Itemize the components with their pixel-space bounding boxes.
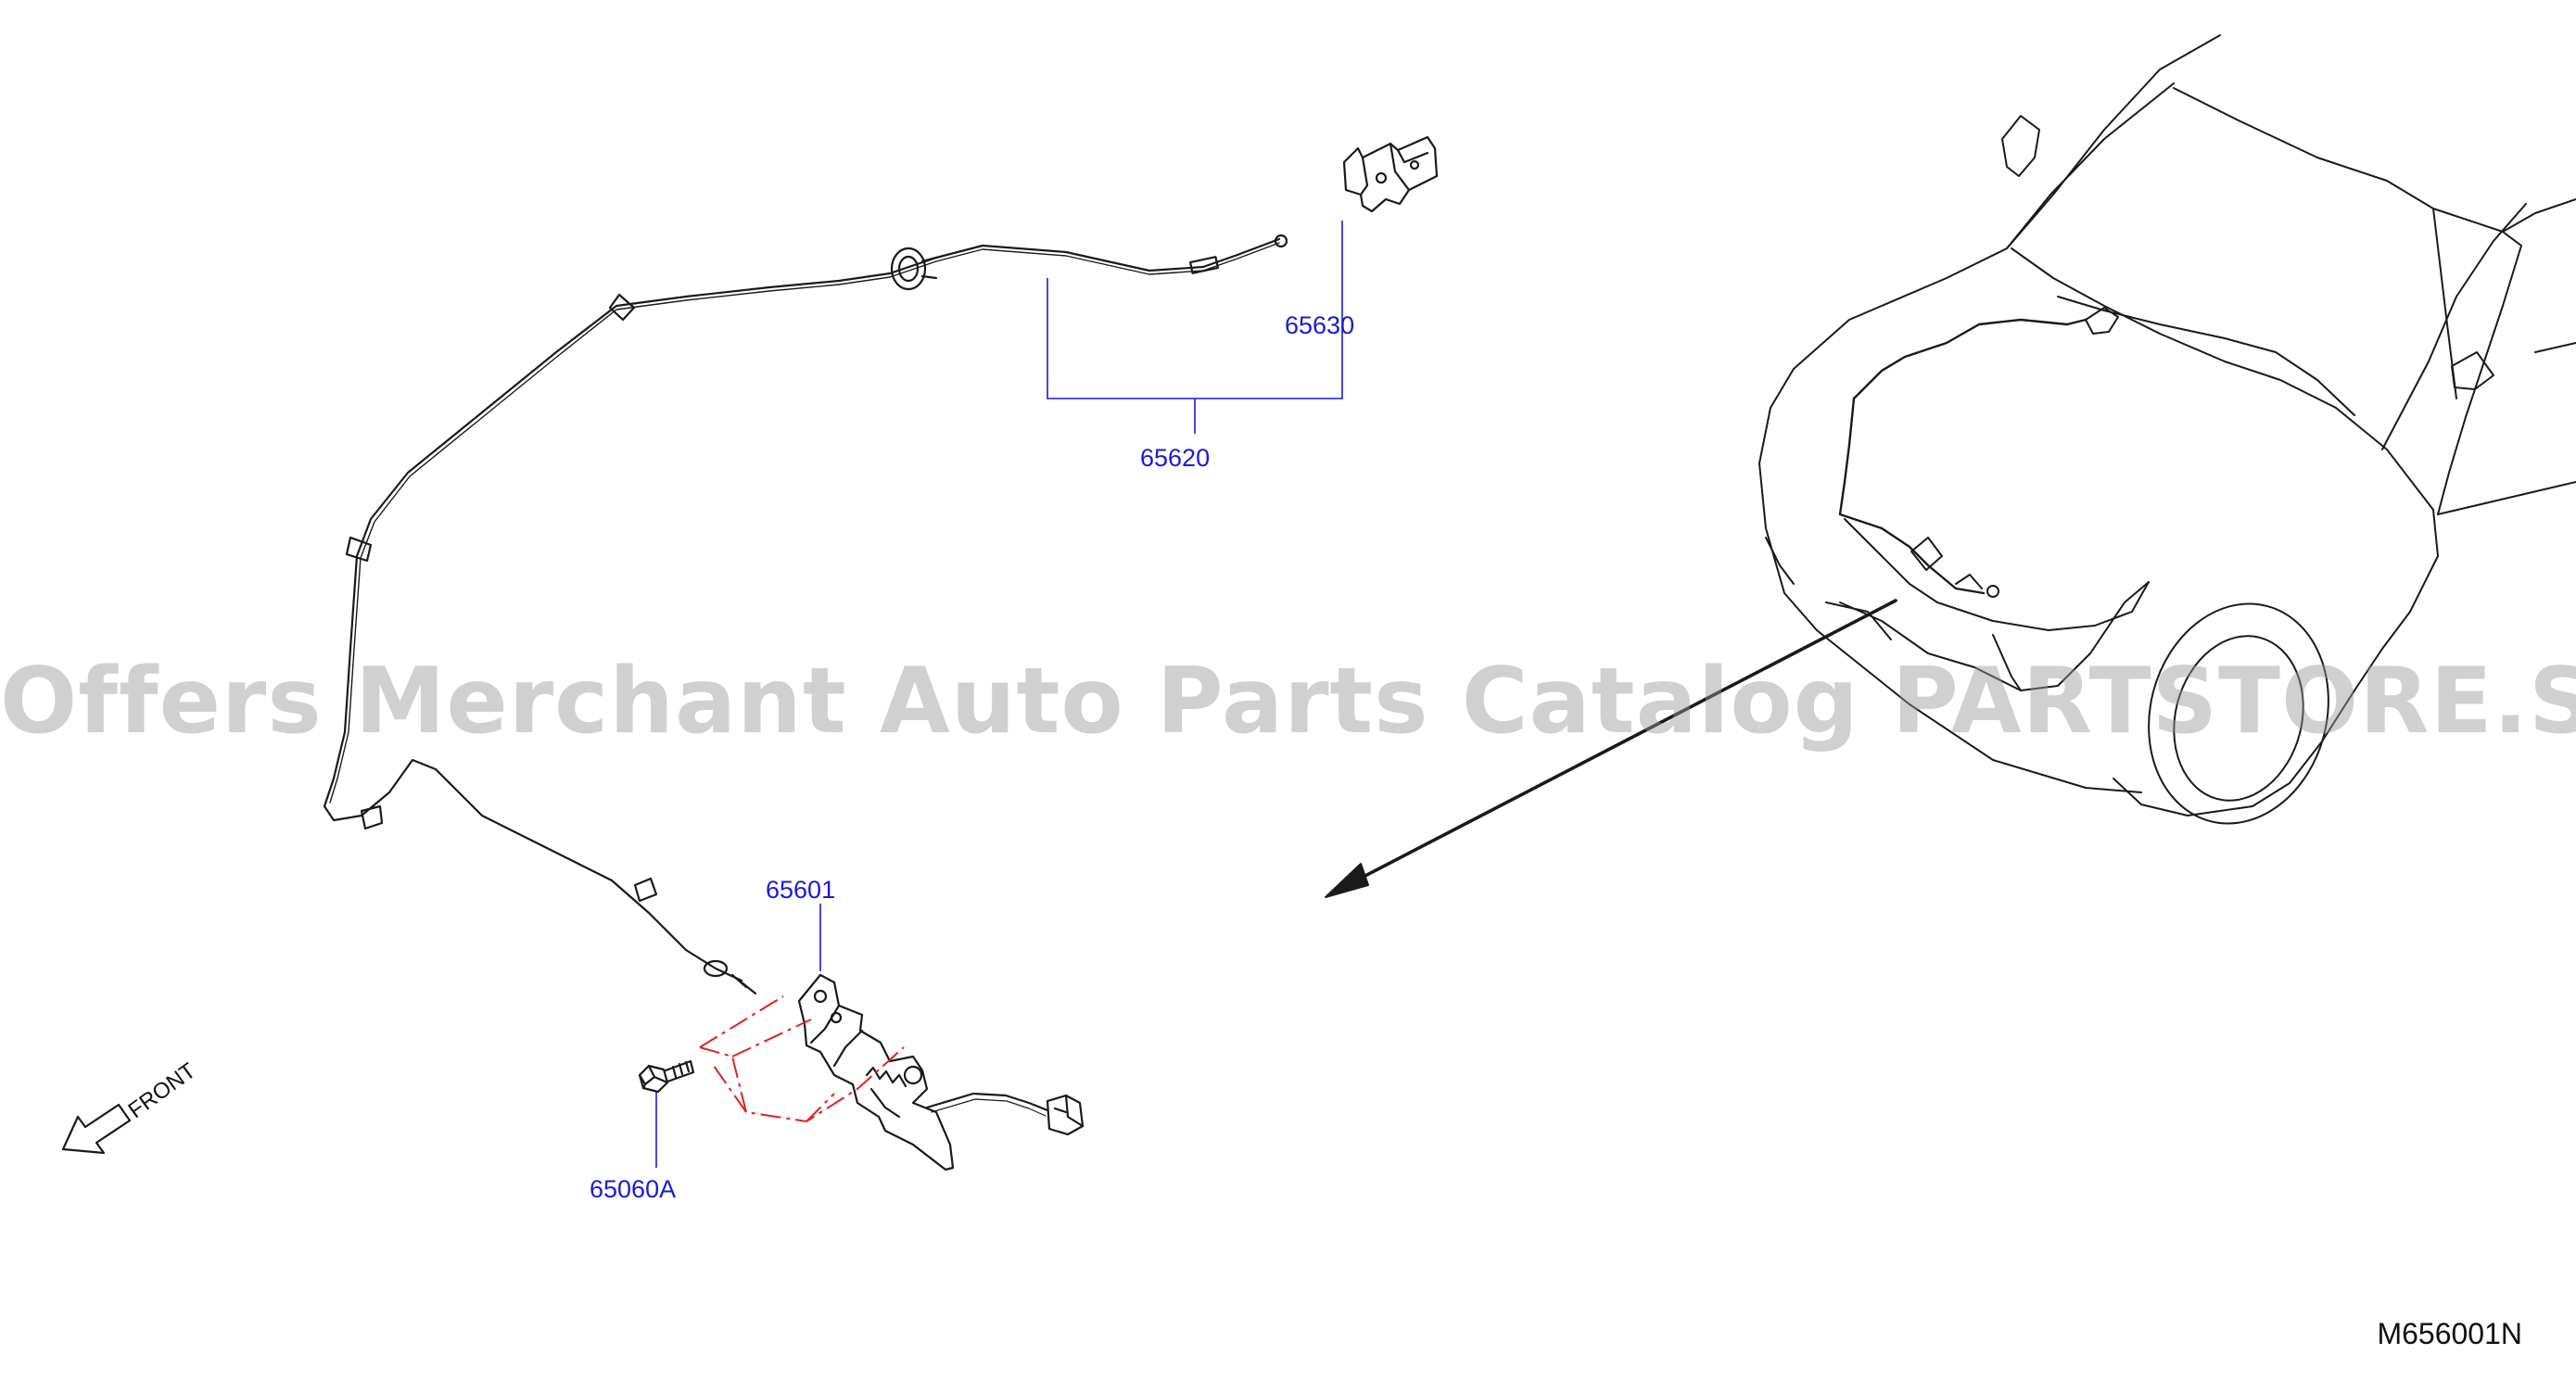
front-arrow-icon [61, 1103, 132, 1155]
part-number-label[interactable]: 65620 [1140, 444, 1211, 472]
part-number-label[interactable]: 65601 [766, 876, 836, 904]
vehicle-outline [1758, 34, 2576, 825]
bolt-part[interactable] [638, 1059, 695, 1094]
part-number-label[interactable]: 65060A [590, 1175, 677, 1203]
hood-release-cable[interactable] [323, 234, 1288, 995]
phantom-lines [699, 995, 905, 1123]
diagram-code: M656001N [2377, 1317, 2522, 1350]
hood-lock-assembly[interactable] [797, 973, 1085, 1171]
leader-lines [655, 221, 1343, 1168]
detail-pointer-arrow [1325, 599, 1897, 898]
part-number-label[interactable]: 65630 [1285, 311, 1355, 339]
hood-lock-control-part[interactable] [1342, 135, 1439, 213]
